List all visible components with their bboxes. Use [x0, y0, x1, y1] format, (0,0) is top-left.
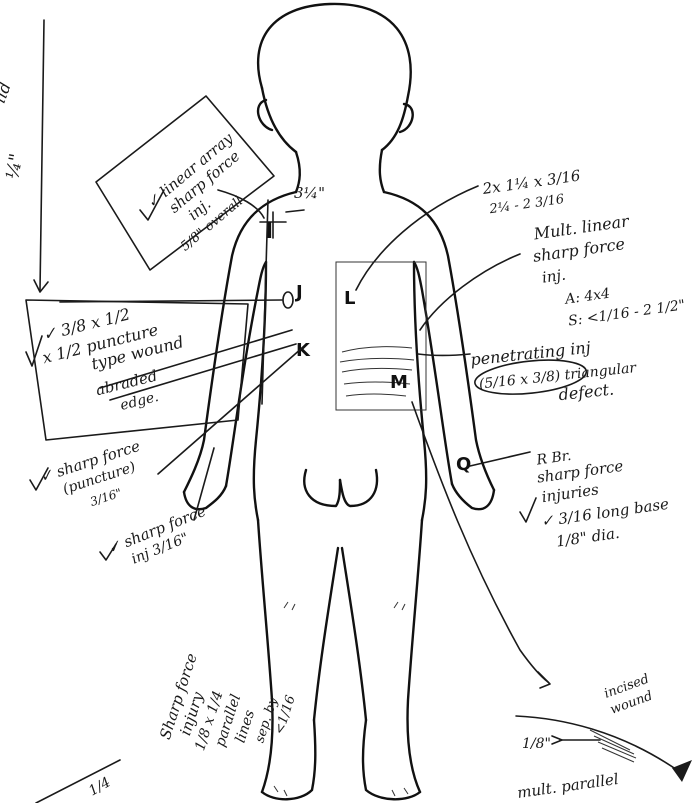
left-box-note: ✓ 3/8 x 1/2 x 1/2 puncture type wound ab…: [35, 293, 197, 429]
right-mid-note: Mult. linear sharp force inj. A: 4x4 S: …: [529, 205, 687, 333]
svg-text:lid: lid: [0, 80, 15, 106]
label-L: L: [344, 288, 355, 309]
svg-text:A: 4x4: A: 4x4: [562, 286, 611, 308]
left-arm-note: ✓ sharp force (puncture) 3/16": [38, 437, 154, 522]
left-hand-note: ✓ sharp force inj 3/16": [105, 502, 215, 574]
label-J: J: [294, 282, 303, 303]
label-M: M: [390, 372, 408, 393]
neck-measure: 3¼": [294, 184, 325, 202]
top-right-note: 2x 1¼ x 3/16 2¼ - 2 3/16: [480, 166, 584, 218]
bottom-right-note: incised wound mult. parallel 1/8": [516, 672, 692, 802]
right-hand-note: R Br. sharp force injuries ✓ 3/16 long b…: [532, 435, 674, 552]
body-outline: [184, 4, 494, 799]
top-left-note: lid ¼": [0, 80, 27, 181]
bottom-left-note: 1/4: [36, 760, 120, 803]
svg-text:¼": ¼": [2, 152, 27, 181]
svg-text:3/16": 3/16": [88, 486, 123, 509]
svg-text:penetrating inj: penetrating inj: [469, 338, 591, 370]
svg-text:1/8" dia.: 1/8" dia.: [555, 524, 621, 551]
triangle-marker: [672, 760, 692, 782]
legs-note: Sharp force injury 1/8 x 1/4 parallel li…: [156, 651, 302, 775]
svg-text:2x 1¼ x 3/16: 2x 1¼ x 3/16: [480, 166, 582, 198]
penetrating-note: penetrating inj (5/16 x 3/8) triangular …: [469, 333, 640, 413]
label-Q: Q: [456, 454, 471, 475]
svg-text:mult. parallel: mult. parallel: [516, 770, 620, 802]
svg-text:1/8": 1/8": [522, 736, 551, 752]
svg-text:inj.: inj.: [541, 266, 567, 287]
svg-text:1/4: 1/4: [86, 774, 114, 799]
